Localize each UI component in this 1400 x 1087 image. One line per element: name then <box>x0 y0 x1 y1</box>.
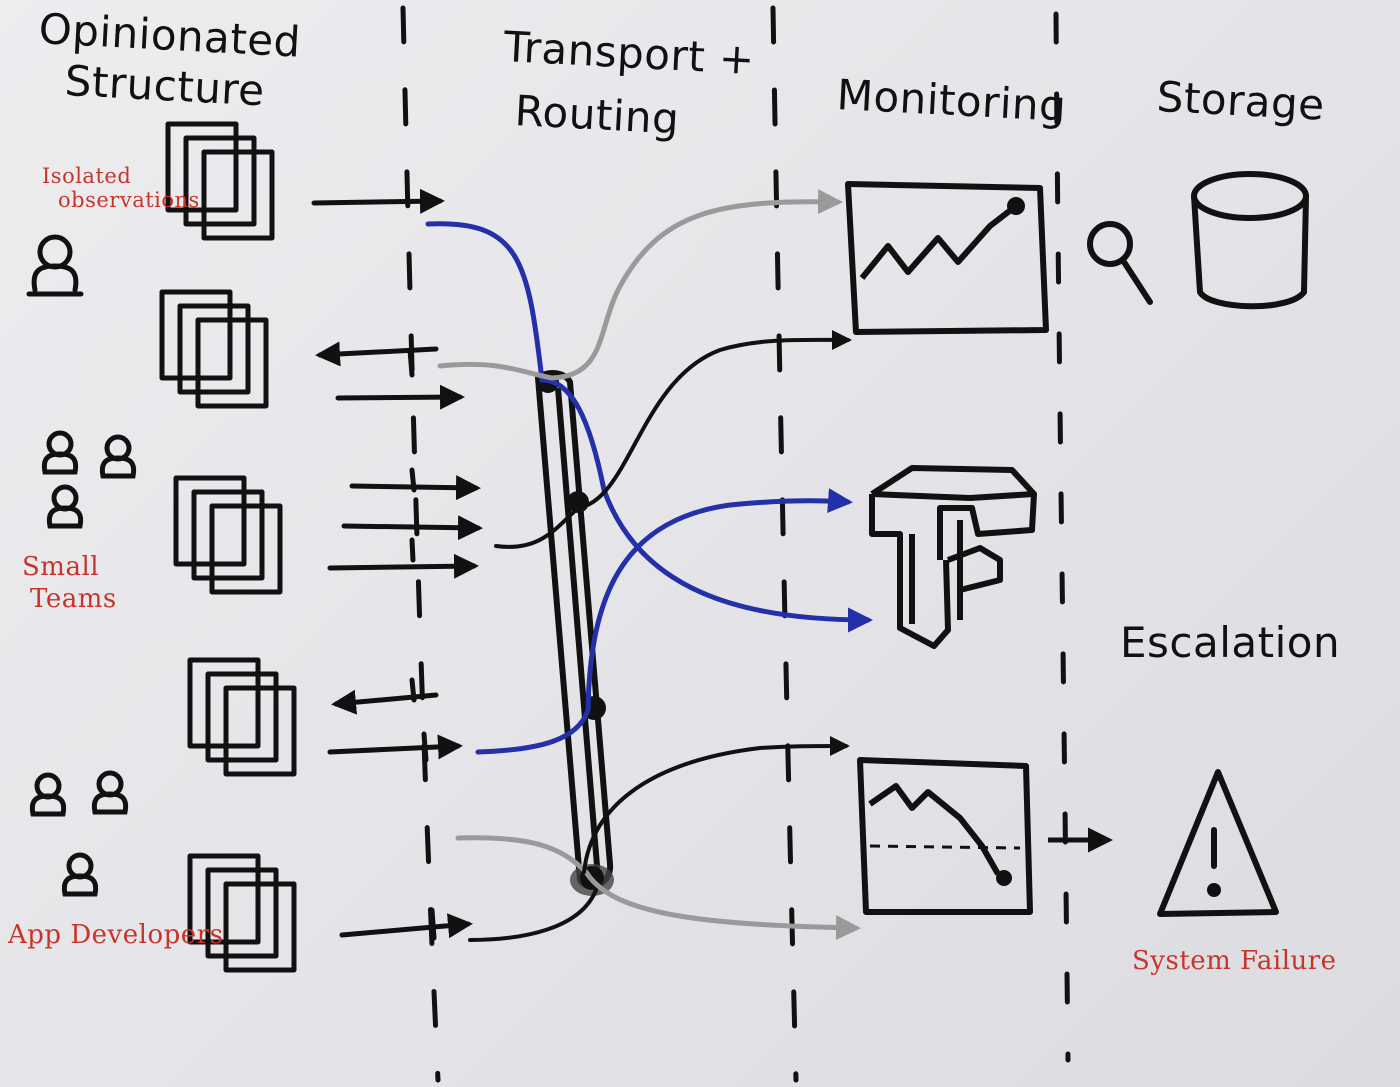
document-stack-icon <box>176 478 280 592</box>
header-transport: Transport + <box>502 22 756 85</box>
label-system-failure: System Failure <box>1132 946 1337 976</box>
document-stack-icon <box>190 856 294 970</box>
black-flows <box>468 329 852 942</box>
person-icon <box>102 437 133 476</box>
person-icon <box>49 487 80 526</box>
person-icon <box>94 773 125 812</box>
degrading-chart-icon <box>857 757 1033 915</box>
gray-flows <box>437 189 861 941</box>
document-stack-icon <box>168 124 272 238</box>
header-routing: Routing <box>513 86 681 144</box>
label-observations: observations <box>58 188 200 212</box>
header-storage: Storage <box>1155 72 1326 130</box>
input-arrows <box>311 188 483 941</box>
label-app-developers: App Developers <box>8 920 224 950</box>
warning-triangle-icon <box>1157 769 1279 917</box>
routing-pipe <box>534 370 614 890</box>
document-stack-icon <box>190 660 294 774</box>
person-icon <box>44 433 75 472</box>
line-chart-icon <box>845 181 1049 335</box>
person-icon <box>29 237 81 294</box>
header-monitoring: Monitoring <box>835 70 1068 131</box>
database-icon <box>1191 171 1309 310</box>
blue-flows <box>425 221 873 755</box>
label-small: Small <box>22 552 100 582</box>
header-structure: Structure <box>63 56 266 116</box>
label-teams: Teams <box>30 584 117 614</box>
column-divider-monitoring <box>770 5 799 1083</box>
label-isolated: Isolated <box>42 164 132 188</box>
header-escalation: Escalation <box>1120 618 1341 667</box>
tensorflow-logo-icon <box>869 465 1037 649</box>
person-icon <box>32 775 63 814</box>
person-icon <box>64 855 95 894</box>
document-stack-icon <box>162 292 266 406</box>
magnifier-icon <box>1087 221 1153 305</box>
column-divider-storage <box>1053 11 1071 1063</box>
